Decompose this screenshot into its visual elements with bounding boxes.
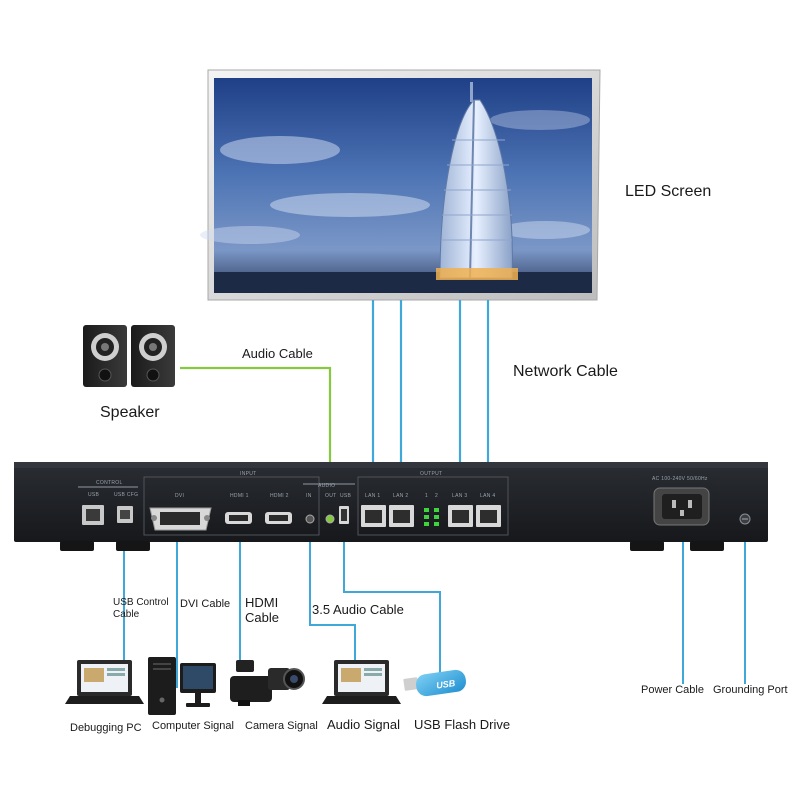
network-cable-label: Network Cable <box>513 363 618 380</box>
computer-signal-image <box>148 657 216 715</box>
control-label: CONTROL <box>96 480 123 486</box>
speaker-label: Speaker <box>100 404 160 421</box>
hdmi1-port-label: HDMI 1 <box>230 493 249 499</box>
audio-in-label: IN <box>306 493 312 499</box>
output-label: OUTPUT <box>420 471 443 477</box>
led-screen <box>200 69 601 301</box>
debugging-pc-label: Debugging PC <box>70 722 142 734</box>
lan2-label: LAN 2 <box>393 493 409 499</box>
dvi-port-label: DVI <box>175 493 185 499</box>
usb-port-label: USB <box>88 492 100 498</box>
lan4-label: LAN 4 <box>480 493 496 499</box>
usb-control-cable-label-line1: USB Control <box>113 597 169 608</box>
debugging-pc-image <box>65 660 144 704</box>
camera-signal-image <box>230 660 305 706</box>
hdmi-cable-label-line2: Cable <box>245 610 279 625</box>
usb-stick-brand: USB <box>436 678 457 691</box>
power-cable-label: Power Cable <box>641 684 704 696</box>
usb-play-label: USB <box>340 493 352 499</box>
audio-section-label: AUDIO <box>318 483 336 489</box>
lan3-label: LAN 3 <box>452 493 468 499</box>
hdmi-cable-label-line1: HDMI <box>245 595 279 610</box>
camera-signal-label: Camera Signal <box>245 720 318 732</box>
led1-label: 1 <box>425 493 429 499</box>
grounding-port-label: Grounding Port <box>713 684 788 696</box>
computer-signal-label: Computer Signal <box>152 720 234 732</box>
dvi-cable-label: DVI Cable <box>180 598 231 610</box>
lan1-label: LAN 1 <box>365 493 381 499</box>
input-label: INPUT <box>240 471 257 477</box>
usb-control-cable-label-line2: Cable <box>113 609 140 620</box>
usb-flash-drive-image: USB <box>403 669 466 697</box>
audio-signal-image <box>322 660 401 704</box>
audio-35-cable-label: 3.5 Audio Cable <box>312 602 404 617</box>
hdmi2-port-label: HDMI 2 <box>270 493 289 499</box>
audio-signal-label: Audio Signal <box>327 717 400 732</box>
speaker-image <box>83 325 175 387</box>
usb-flash-drive-label: USB Flash Drive <box>414 717 511 732</box>
video-processor-device <box>14 462 768 551</box>
usb-cfg-label: USB CFG <box>114 492 139 498</box>
audio-cable-label: Audio Cable <box>242 346 313 361</box>
audio-out-label: OUT <box>325 493 337 499</box>
led-screen-label: LED Screen <box>625 183 712 200</box>
led2-label: 2 <box>435 493 439 499</box>
ac-rating-label: AC 100-240V 50/60Hz <box>652 476 708 482</box>
